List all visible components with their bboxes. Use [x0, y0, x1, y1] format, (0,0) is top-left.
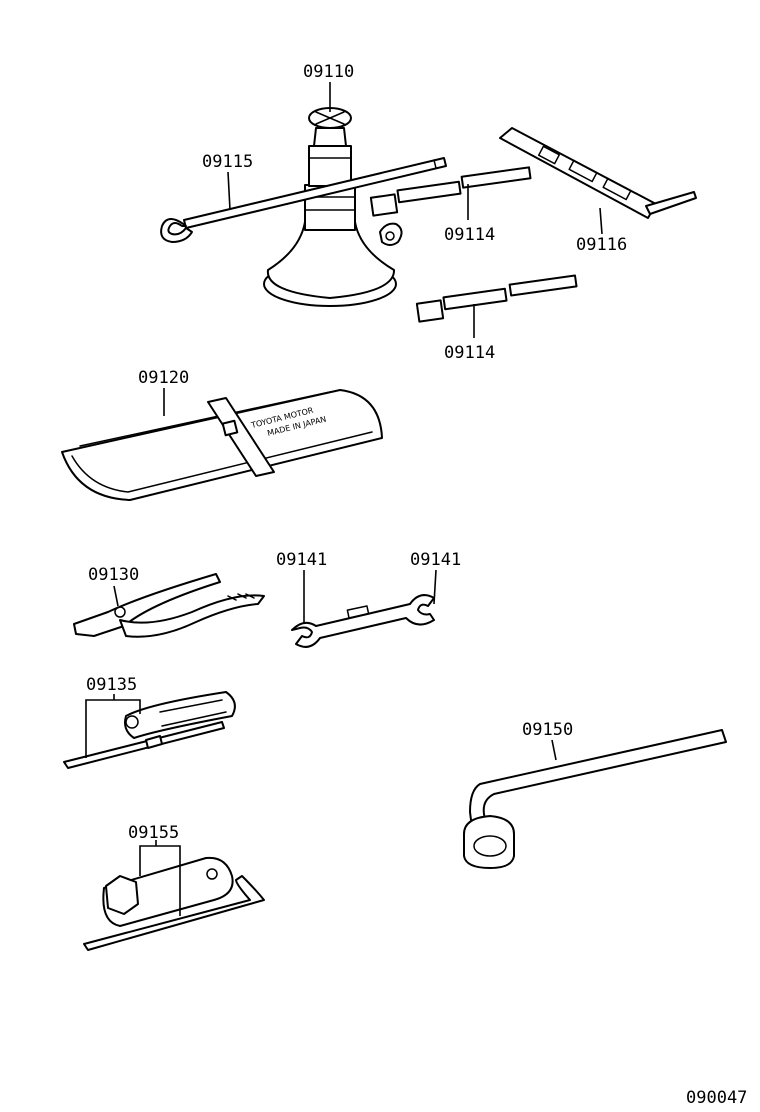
plug-wrench	[83, 856, 265, 951]
part-labels: 09110 09115 09114 09114 09116 09120 0913…	[86, 62, 747, 1108]
double-end-wrench	[291, 594, 435, 648]
leader-lines	[85, 82, 603, 916]
pliers	[73, 573, 265, 638]
lug-wrench	[463, 729, 727, 869]
label-extension-lower: 09114	[444, 343, 495, 363]
figure-code: 090047	[686, 1088, 747, 1108]
tool-bag: TOYOTA MOTOR MADE IN JAPAN	[61, 389, 383, 501]
jack	[263, 107, 403, 307]
label-lug-wrench: 09150	[522, 720, 573, 740]
label-wrench-right: 09141	[410, 550, 461, 570]
jack-handle	[160, 157, 447, 243]
extension-bar-lower	[415, 274, 578, 323]
handle-lever	[499, 127, 697, 219]
label-handle-lever: 09116	[576, 235, 627, 255]
label-jack: 09110	[303, 62, 354, 82]
label-plug-wrench: 09155	[128, 823, 179, 843]
label-jack-handle: 09115	[202, 152, 253, 172]
screwdriver	[63, 691, 236, 769]
label-extension-upper: 09114	[444, 225, 495, 245]
label-tool-bag: 09120	[138, 368, 189, 388]
label-pliers: 09130	[88, 565, 139, 585]
label-wrench-left: 09141	[276, 550, 327, 570]
label-screwdriver: 09135	[86, 675, 137, 695]
extension-bar-upper	[369, 166, 532, 217]
